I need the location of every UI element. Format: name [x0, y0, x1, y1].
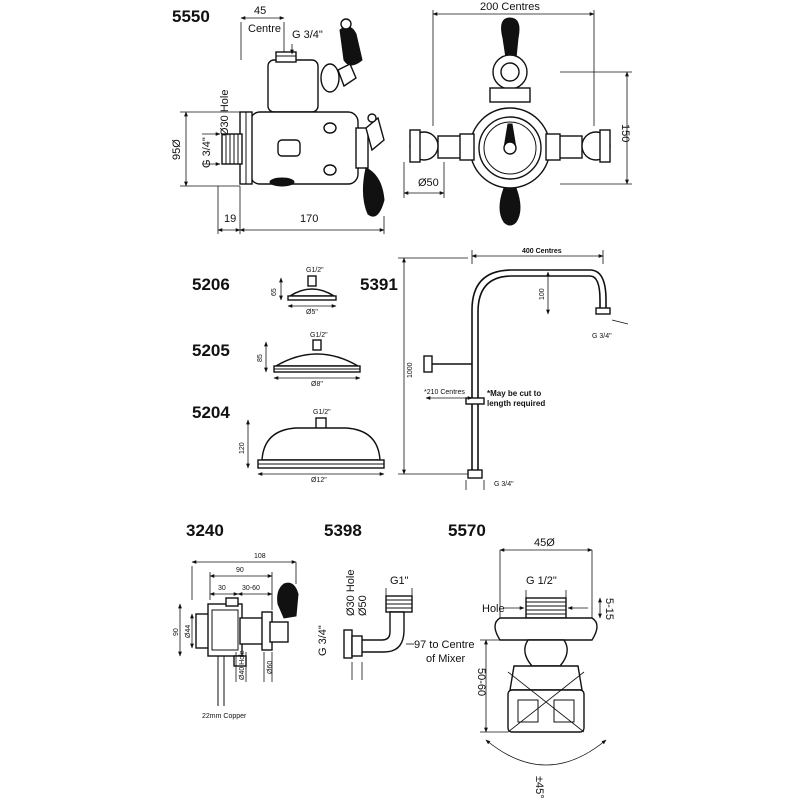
product-5204: 5204 120 G1/2" Ø12"	[192, 403, 385, 484]
rose-5205-drawing: 85 G1/2" Ø8"	[257, 332, 361, 388]
dim-5398-g1: G1"	[390, 575, 409, 587]
dim-3240-108: 108	[254, 553, 266, 560]
dim-5205-dia: Ø8"	[311, 381, 323, 388]
mixer-5550-side-view: 45 Centre G 3/4" Ø30 Hole 95Ø G 3/4" 19 …	[171, 5, 385, 234]
product-code-5570: 5570	[448, 521, 486, 540]
dim-5391-400-centres: 400 Centres	[522, 248, 562, 255]
dim-5204-height: 120	[239, 442, 246, 454]
dim-5206-height: 65	[271, 288, 278, 296]
dim-5570-g12: G 1/2"	[526, 575, 557, 587]
dim-5550-d50: Ø50	[418, 177, 439, 189]
dim-3240-d44: Ø44	[185, 625, 192, 638]
dim-5550-170: 170	[300, 213, 318, 225]
dim-5204-dia: Ø12"	[311, 477, 327, 484]
dim-5550-95: 95Ø	[171, 139, 183, 160]
dim-5550-centre: Centre	[248, 23, 281, 35]
dim-5391-g34-bottom: G 3/4"	[494, 481, 514, 488]
dim-5550-19: 19	[224, 213, 236, 225]
product-5398: 5398 G1" Ø30 Hole Ø50 G 3/4" 97 to Centr…	[317, 521, 475, 680]
dim-5570-angle: ±45°	[533, 776, 545, 799]
product-code-5391: 5391	[360, 275, 398, 294]
note-5391-line2: length required	[487, 399, 545, 408]
product-3240: 3240 108 90 30 30-60	[173, 521, 299, 720]
dim-5391-g34-top: G 3/4"	[592, 333, 612, 340]
elbow-5398-drawing: G1" Ø30 Hole Ø50 G 3/4" 97 to Centre of …	[317, 570, 475, 680]
dim-3240-h90: 90	[173, 628, 180, 636]
dim-5570-45: 45Ø	[534, 537, 555, 549]
dim-5398-hole30: Ø30 Hole	[345, 570, 357, 616]
mixer-5550-front-view: 200 Centres 150 Ø50	[403, 1, 632, 226]
dim-5391-210-centres: *210 Centres	[424, 389, 465, 396]
dim-5398-d50: Ø50	[357, 595, 369, 616]
product-5570: 5570 45Ø G 1/2" Hole	[448, 521, 615, 799]
product-code-5550: 5550	[172, 7, 210, 26]
product-5391: 5391 400 Centres 100 G 3/4" 1000 *210 Ce…	[360, 248, 629, 490]
dim-3240-hole40: Ø40 Hole	[239, 650, 246, 680]
dim-5550-g34-side: G 3/4"	[201, 137, 213, 168]
wall-mount-5570-drawing: 45Ø G 1/2" Hole 5-15 50-60 ±45°	[475, 537, 615, 799]
dim-3240-30: 30	[218, 585, 226, 592]
product-code-5205: 5205	[192, 341, 230, 360]
dim-5550-g34-top: G 3/4"	[292, 29, 323, 41]
product-5550: 5550	[171, 1, 632, 234]
dim-5550-hole30: Ø30 Hole	[219, 90, 231, 136]
dim-5391-1000: 1000	[407, 362, 414, 378]
dim-3240-90: 90	[236, 567, 244, 574]
product-5205: 5205 85 G1/2" Ø8"	[192, 332, 361, 388]
dim-5206-dia: Ø5"	[306, 309, 318, 316]
dim-5550-45: 45	[254, 5, 266, 17]
dim-5398-of-mixer: of Mixer	[426, 653, 465, 665]
product-5206: 5206 65 G1/2" Ø5"	[192, 267, 337, 316]
product-code-5204: 5204	[192, 403, 230, 422]
product-code-5206: 5206	[192, 275, 230, 294]
dim-5204-g: G1/2"	[313, 409, 331, 416]
dim-5570-hole: Hole	[482, 603, 505, 615]
note-5391-line1: *May be cut to	[487, 389, 541, 398]
dim-5391-100: 100	[539, 288, 546, 300]
riser-5391-drawing: 400 Centres 100 G 3/4" 1000 *210 Centres…	[398, 248, 629, 490]
dim-3240-d60: Ø60	[267, 661, 274, 674]
dim-5398-g34: G 3/4"	[317, 625, 329, 656]
rose-5206-drawing: 65 G1/2" Ø5"	[271, 267, 337, 316]
dim-5205-height: 85	[257, 354, 264, 362]
dim-3240-22mm-copper: 22mm Copper	[202, 713, 247, 720]
rose-5204-drawing: 120 G1/2" Ø12"	[239, 409, 385, 484]
dim-5550-200-centres: 200 Centres	[480, 1, 540, 13]
product-code-5398: 5398	[324, 521, 362, 540]
product-code-3240: 3240	[186, 521, 224, 540]
dim-5205-g: G1/2"	[310, 332, 328, 339]
dim-5570-50-60: 50-60	[475, 668, 487, 696]
dim-5570-5-15: 5-15	[603, 598, 615, 620]
dim-5550-150: 150	[619, 124, 631, 142]
dim-3240-30-60: 30-60	[242, 585, 260, 592]
dim-5398-97-to-centre: 97 to Centre	[414, 639, 475, 651]
dim-5206-g: G1/2"	[306, 267, 324, 274]
valve-3240-drawing: 108 90 30 30-60 90 Ø44 Ø40 Hole Ø60 22mm…	[173, 553, 299, 720]
